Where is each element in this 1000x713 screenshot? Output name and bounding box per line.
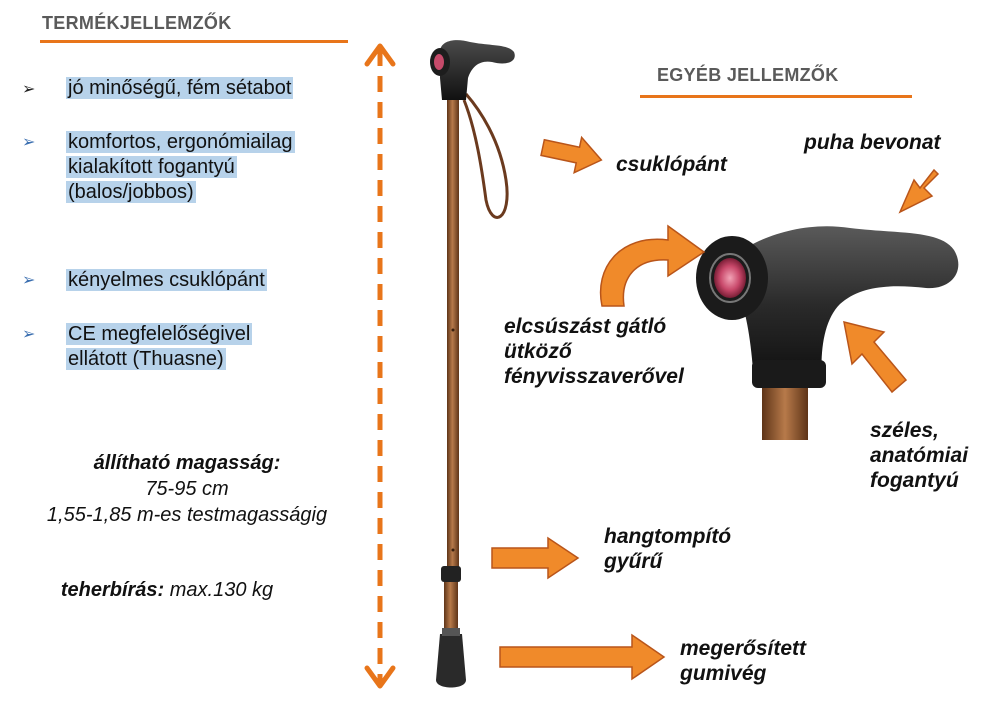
load-spec: teherbírás: max.130 kg [0, 577, 362, 603]
feature-line: kialakított fogantyú [66, 156, 237, 178]
callout-rubber-tip: megerősített gumivég [680, 637, 807, 685]
double-arrow-dashed-icon [364, 43, 396, 689]
height-label: állítható magasság: [93, 452, 281, 474]
right-heading: EGYÉB JELLEMZŐK [657, 65, 839, 85]
right-heading-rule [640, 95, 912, 98]
feature-line: kényelmes csuklópánt [66, 269, 267, 291]
cane-handle-closeup-image [696, 226, 959, 440]
bullet-arrow-icon: ➢ [22, 272, 36, 289]
bullet-arrow-icon: ➢ [22, 134, 36, 151]
feature-line: jó minőségű, fém sétabot [66, 77, 294, 99]
walking-cane-image [430, 40, 515, 688]
bullet-arrow-icon: ➢ [22, 81, 36, 98]
load-value: max.130 kg [169, 579, 274, 601]
callout-silencer-ring: hangtompító gyűrű [604, 525, 732, 573]
diagonal-arrow-icon [843, 320, 908, 394]
load-label: teherbírás: [60, 579, 165, 601]
callout-wide-grip: széles, anatómiai fogantyú [870, 419, 969, 492]
left-heading-rule [40, 40, 348, 43]
feature-line: CE megfelelőségivel [66, 323, 253, 345]
right-arrow-icon [499, 633, 666, 681]
height-range: 1,55-1,85 m-es testmagasságig [46, 504, 328, 526]
callout-strap: csuklópánt [616, 153, 727, 176]
feature-line: ellátott (Thuasne) [66, 348, 226, 370]
callout-antislip: elcsúszást gátló ütköző fényvisszaverőve… [504, 315, 684, 388]
right-arrow-icon [491, 536, 580, 580]
feature-line: (balos/jobbos) [66, 181, 196, 203]
right-arrow-icon [540, 135, 603, 174]
callout-soft-coating: puha bevonat [804, 131, 941, 154]
curved-arrow-icon [599, 224, 706, 307]
height-spec: állítható magasság: 75-95 cm 1,55-1,85 m… [0, 450, 382, 528]
height-value: 75-95 cm [145, 478, 229, 500]
feature-line: komfortos, ergonómiailag [66, 131, 295, 153]
bullet-arrow-icon: ➢ [22, 326, 36, 343]
left-heading: TERMÉKJELLEMZŐK [42, 13, 232, 33]
diagonal-arrow-icon [898, 168, 940, 214]
